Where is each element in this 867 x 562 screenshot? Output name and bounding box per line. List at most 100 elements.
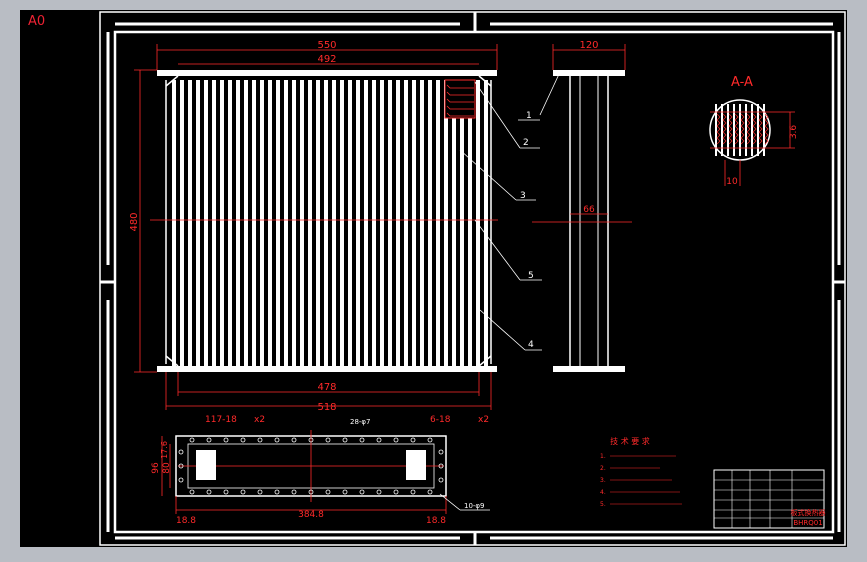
cad-viewport[interactable]: A0: [20, 10, 847, 547]
bolt-hole: [240, 489, 246, 495]
flange-dim-96: 96: [151, 462, 161, 474]
dim-height: 480: [129, 212, 140, 231]
heat-plate: [324, 80, 328, 366]
bolt-hole: [257, 437, 263, 443]
sheet-size-label: A0: [28, 14, 46, 29]
heat-plate: [204, 80, 208, 366]
title-code: BHRQ01: [793, 519, 822, 527]
bolt-hole: [223, 437, 229, 443]
heat-plate: [188, 80, 192, 366]
hole-spec-left: 117-18: [205, 415, 237, 425]
heat-plate: [236, 80, 240, 366]
callout-2: 2: [523, 138, 529, 148]
bolt-holes: [178, 437, 444, 495]
note-line-1: 1.: [600, 453, 606, 460]
top-flange-bar: [157, 70, 497, 76]
heat-plate: [212, 80, 216, 366]
corrugation-wave: [446, 84, 474, 89]
heat-plate: [356, 80, 360, 366]
dim-inner-width: 492: [317, 54, 336, 65]
heat-plate: [172, 80, 176, 366]
bolt-hole: [342, 437, 348, 443]
section-wave: [746, 113, 751, 145]
heat-plate: [220, 80, 224, 366]
hole-spec-left-multiplier: x2: [254, 415, 265, 425]
bolt-hole: [393, 437, 399, 443]
corrugation-detail: [446, 84, 474, 117]
heat-plate: [300, 80, 304, 366]
bolt-hole: [376, 437, 382, 443]
bolt-hole: [393, 489, 399, 495]
section-wave: [722, 113, 727, 145]
side-bottom-flange: [553, 366, 625, 372]
bolt-hole: [410, 437, 416, 443]
note-scribbles: [610, 455, 682, 505]
flange-dim-left-gap: 18.8: [176, 516, 196, 526]
front-view: 550 492 480 478 518: [129, 40, 561, 413]
heat-plate: [420, 80, 424, 366]
section-label: A-A: [731, 75, 753, 90]
heat-plate: [348, 80, 352, 366]
heat-plate: [196, 80, 200, 366]
note-line-2: 2.: [600, 465, 606, 472]
flange-dim-17-6: 17.6: [160, 441, 169, 459]
heat-plate: [364, 80, 368, 366]
section-wave: [734, 113, 739, 145]
bolt-hole: [178, 463, 184, 469]
bolt-hole: [257, 489, 263, 495]
heat-plate: [404, 80, 408, 366]
dim-bottom-inner: 478: [317, 382, 336, 393]
flange-dim-right-gap: 18.8: [426, 516, 446, 526]
corrugation-detail-box: [444, 79, 476, 119]
heat-plate: [268, 80, 272, 366]
corrugation-wave: [446, 112, 474, 117]
heat-plate: [316, 80, 320, 366]
heat-plate: [452, 80, 456, 366]
bolt-hole: [325, 489, 331, 495]
heat-plate: [332, 80, 336, 366]
bolt-hole: [189, 489, 195, 495]
dim-bottom-outer: 518: [317, 402, 336, 413]
dim-side-mid: 66: [583, 205, 595, 215]
heat-plate: [260, 80, 264, 366]
corrugation-wave: [446, 98, 474, 103]
flange-port-left: [196, 450, 216, 480]
heat-plate: [380, 80, 384, 366]
section-aa: A-A 3.6 10: [709, 75, 799, 187]
bolt-hole: [325, 437, 331, 443]
note-line-5: 5.: [600, 501, 606, 508]
plate-array: [172, 80, 488, 366]
heat-plate: [468, 80, 472, 366]
heat-plate: [244, 80, 248, 366]
bolt-hole: [427, 437, 433, 443]
bolt-hole: [189, 437, 195, 443]
corrugation-wave: [446, 105, 474, 110]
bolt-hole: [342, 489, 348, 495]
bolt-hole: [308, 489, 314, 495]
heat-plate: [428, 80, 432, 366]
section-wave: [764, 113, 769, 145]
heat-plate: [388, 80, 392, 366]
section-wave: [716, 113, 721, 145]
note-line-4: 4.: [600, 489, 606, 496]
bolt-hole: [438, 449, 444, 455]
heat-plate: [436, 80, 440, 366]
bolt-hole: [410, 489, 416, 495]
side-view: 120 66: [532, 40, 632, 372]
heat-plate: [252, 80, 256, 366]
heat-plate: [276, 80, 280, 366]
technical-notes: 技 术 要 求 1. 2. 3. 4. 5.: [600, 436, 682, 508]
heat-plate: [308, 80, 312, 366]
bolt-hole: [291, 489, 297, 495]
callout-5: 5: [528, 271, 534, 281]
bolt-hole: [308, 437, 314, 443]
flange-view: 117-18 x2 6-18 x2 28-φ7 96 80 17.6 18.8 …: [151, 415, 490, 526]
heat-plate: [340, 80, 344, 366]
bottom-flange-bar: [157, 366, 497, 372]
bolt-hole: [240, 437, 246, 443]
section-wave: [740, 113, 745, 145]
heat-plate: [460, 80, 464, 366]
heat-plate: [396, 80, 400, 366]
bolt-hole: [359, 437, 365, 443]
hole-spec-right: 6-18: [430, 415, 451, 425]
